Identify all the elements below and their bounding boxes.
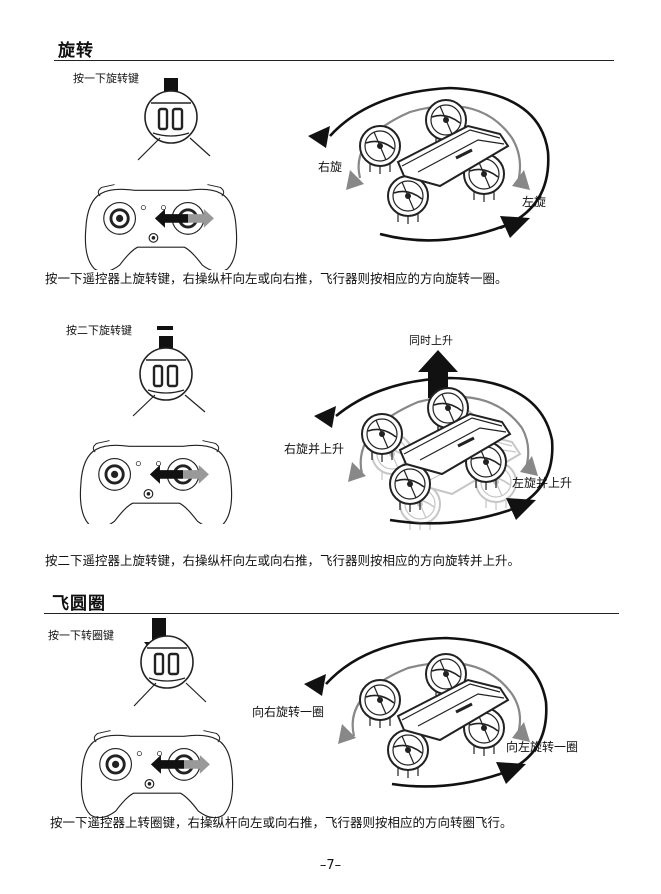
button-instruction-label: 按一下旋转键 — [73, 72, 139, 85]
turn-left-rise-label: 左旋并上升 — [512, 476, 573, 490]
button-instruction-label: 按一下转圈键 — [48, 629, 114, 642]
page-number: –7– — [319, 858, 342, 873]
turn-left-label: 左旋 — [522, 195, 547, 209]
circle-arrow-icon — [325, 636, 548, 776]
circle-right-label: 向右旋转一圈 — [252, 705, 325, 719]
circle-left-label: 向左旋转一圈 — [506, 740, 579, 754]
turn-right-rise-label: 右旋并上升 — [284, 442, 345, 456]
drone-rotate-rise-figure — [314, 350, 554, 530]
controller-figure — [79, 618, 235, 818]
section-divider — [44, 613, 619, 614]
instruction-caption: 按一下遥控器上转圈键，右操纵杆向左或向右推，飞行器则按相应的方向转圈飞行。 — [50, 815, 513, 830]
turn-right-label: 右旋 — [318, 160, 343, 174]
rise-arrow-icon — [418, 350, 458, 398]
section-divider — [54, 60, 614, 61]
controller-figure — [78, 326, 234, 524]
section-title-circle: 飞圆圈 — [52, 594, 106, 614]
controller-figure — [83, 78, 239, 270]
drone-circle-figure — [304, 636, 548, 788]
instruction-caption: 按二下遥控器上旋转键，右操纵杆向左或向右推，飞行器则按相应的方向旋转并上升。 — [45, 553, 521, 568]
up-label: 同时上升 — [409, 334, 453, 347]
rotate-arrow-icon — [335, 376, 554, 512]
button-instruction-label: 按二下旋转键 — [66, 324, 132, 337]
rotate-arrow-icon — [329, 86, 550, 230]
section-title-rotate: 旋转 — [58, 41, 94, 61]
drone-rotate-figure — [308, 86, 550, 242]
instruction-caption: 按一下遥控器上旋转键，右操纵杆向左或向右推，飞行器则按相应的方向旋转一圈。 — [45, 271, 508, 286]
